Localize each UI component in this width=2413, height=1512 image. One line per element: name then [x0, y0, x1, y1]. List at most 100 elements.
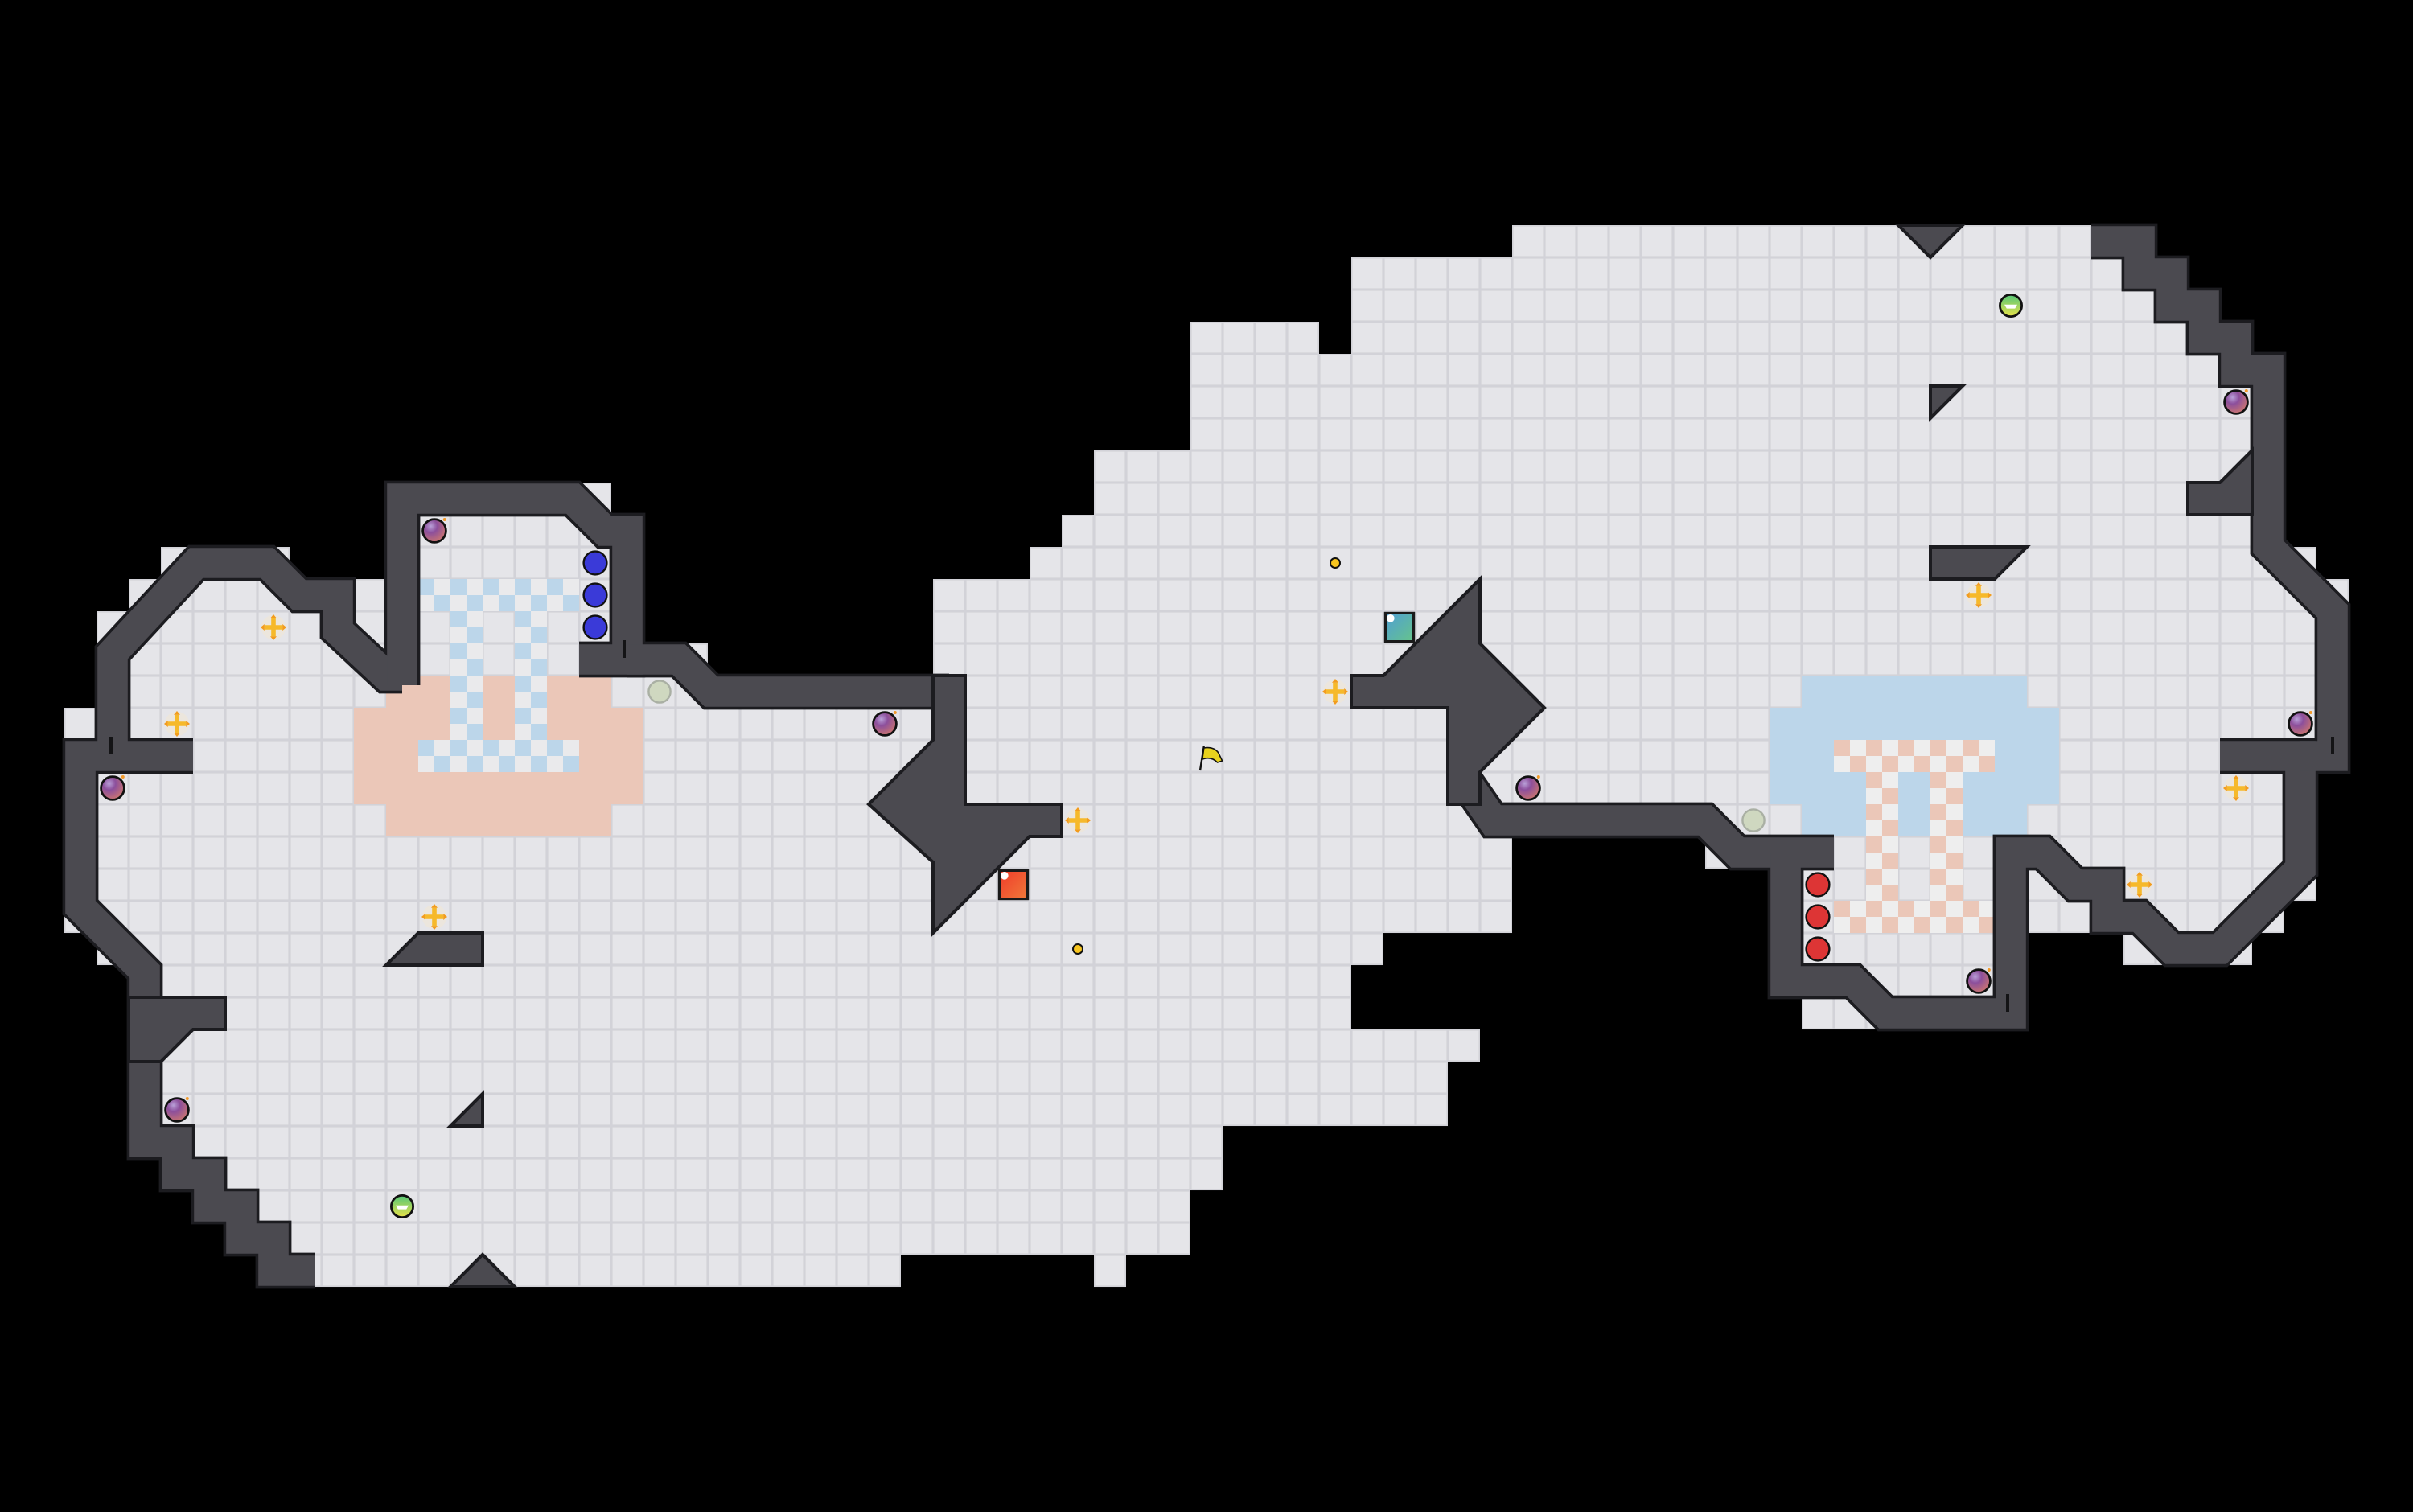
wall [627, 644, 949, 707]
bomb-body [2223, 389, 2249, 415]
orb-mark [396, 1205, 409, 1210]
wall-block [1894, 224, 1967, 260]
wall [2091, 226, 2348, 771]
wall-block [382, 931, 484, 967]
floor-tiles [129, 1126, 1223, 1159]
blue-checker [450, 611, 483, 740]
bomb-body [872, 711, 898, 737]
bomb-icon [164, 1097, 190, 1123]
bomb-icon [2223, 388, 2249, 415]
powerup-cross-icon [1966, 582, 1992, 608]
floor-tiles [129, 965, 1351, 998]
wall-layer [62, 223, 2351, 1289]
wall-block [446, 1252, 519, 1288]
orb-mark [2004, 304, 2017, 309]
floor-tiles [64, 901, 1512, 934]
bomb-body [1515, 775, 1541, 801]
blue-zone [1802, 676, 2027, 708]
bomb-body [100, 775, 125, 801]
powerup-cross-icon [261, 614, 286, 640]
floor-tiles [1351, 290, 2220, 323]
blue-checker [418, 579, 579, 611]
bomb-icon [872, 711, 898, 737]
blue-spawn-icon [582, 614, 608, 640]
floor-tiles [1094, 450, 2284, 483]
powerup-cross-icon [2127, 872, 2152, 898]
floor-tiles [225, 1222, 1190, 1255]
powerup-cross-icon [421, 904, 447, 930]
floor-tiles [1351, 322, 2252, 355]
bomb-fuse [185, 1097, 189, 1100]
blue-spawn-icon [582, 550, 608, 576]
floor-tiles [129, 1029, 1480, 1062]
powerup-cross [1969, 585, 1988, 605]
floor-tiles [64, 836, 1512, 869]
bomb-icon [2288, 711, 2313, 737]
bomb-icon [421, 518, 447, 544]
floor-tiles [933, 611, 2349, 644]
bomb-body [421, 518, 447, 544]
floor-tiles [1351, 257, 2188, 290]
red-crate-icon [997, 869, 1030, 901]
powerup-cross-icon [1065, 807, 1091, 833]
red-spawn-icon [1805, 904, 1831, 930]
red-checker [1866, 772, 1898, 901]
floor-tiles [129, 1094, 1448, 1127]
floor-tiles [1094, 1255, 1126, 1288]
floor-tiles [1094, 483, 2284, 516]
bomb-fuse [121, 775, 125, 779]
powerup-cross [167, 714, 187, 733]
wall [1770, 741, 2316, 1029]
red-checker [1930, 772, 1963, 901]
neutral-spawn-icon [1741, 808, 1766, 832]
powerup-cross [2226, 779, 2246, 798]
bomb-body [1966, 968, 1992, 994]
flag-cloth [1201, 746, 1223, 763]
wall-block [2186, 446, 2254, 516]
bomb-fuse [442, 518, 446, 521]
bomb-fuse [2308, 711, 2312, 714]
wall-block [1929, 545, 2031, 581]
bomb-fuse [893, 711, 897, 714]
blue-checker [418, 740, 579, 772]
bomb-fuse [1987, 968, 1991, 972]
wall-block [1929, 384, 1967, 422]
wall-block [1350, 575, 1547, 806]
blue-zone [1802, 804, 2027, 836]
wall [1451, 770, 1834, 868]
red-crate-icon-body [997, 869, 1030, 901]
red-checker [1834, 740, 1995, 772]
floor-tiles [193, 1190, 1190, 1223]
wall-block [446, 1090, 484, 1128]
floor-tiles [1512, 225, 2156, 258]
entity-layer [100, 293, 2313, 1218]
blue-checker [515, 611, 547, 740]
red-checker [1834, 901, 1995, 933]
powerup-cross-icon [1322, 679, 1348, 705]
red-zone [386, 676, 611, 708]
red-zone [386, 804, 611, 836]
wall [65, 741, 316, 1286]
floor-tiles [161, 1158, 1223, 1191]
wall [97, 548, 402, 750]
powerup-cross [2130, 875, 2149, 894]
flag-icon[interactable] [1198, 746, 1223, 771]
powerup-cross [1068, 811, 1087, 830]
zone-layer [354, 579, 2059, 933]
red-spawn-icon [1805, 872, 1831, 898]
floor-tiles [933, 579, 2349, 612]
bomb-icon [1515, 775, 1541, 801]
coin-icon [1329, 557, 1341, 569]
teal-crate-icon [1383, 611, 1416, 643]
bomb-icon [100, 775, 125, 801]
teal-crate-icon-body [1383, 611, 1416, 643]
red-crate-icon-shine [1001, 872, 1009, 880]
floor-tiles [129, 1062, 1448, 1095]
blue-spawn-icon [582, 582, 608, 608]
powerup-cross-icon [164, 711, 190, 737]
floor-tiles [1062, 515, 2284, 548]
bomb-body [164, 1097, 190, 1123]
floor-tiles [933, 643, 2349, 676]
floor-tiles [64, 869, 1512, 902]
